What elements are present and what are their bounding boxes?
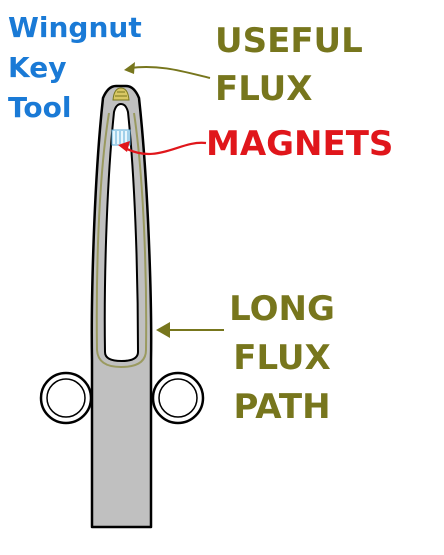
magnets-arrowhead [118, 141, 130, 152]
useful-flux-line: USEFUL [215, 21, 363, 61]
title-line: Key [8, 51, 67, 84]
left-finger-loop-hole [46, 378, 86, 418]
magnets-label: MAGNETS [206, 124, 394, 164]
title-line: Wingnut [8, 11, 142, 44]
long-flux-line: FLUX [233, 338, 331, 378]
useful-flux-tip [112, 87, 130, 101]
inner-slot [103, 102, 140, 363]
useful-flux-arrow [129, 65, 211, 79]
long-flux-line: LONG [229, 289, 335, 329]
long-flux-arrowhead [156, 322, 170, 338]
useful-flux-label: USEFUL FLUX [215, 24, 363, 120]
flux-path-line [95, 112, 148, 369]
title-line: Tool [8, 91, 72, 124]
right-finger-loop-hole [158, 378, 198, 418]
useful-flux-arrowhead [124, 62, 135, 74]
magnets-arrow [124, 141, 207, 155]
long-flux-line: PATH [233, 387, 331, 427]
useful-flux-line: FLUX [215, 69, 313, 109]
long-flux-path-label: LONG FLUX PATH [226, 292, 338, 439]
tool-title: Wingnut Key Tool [8, 14, 142, 134]
